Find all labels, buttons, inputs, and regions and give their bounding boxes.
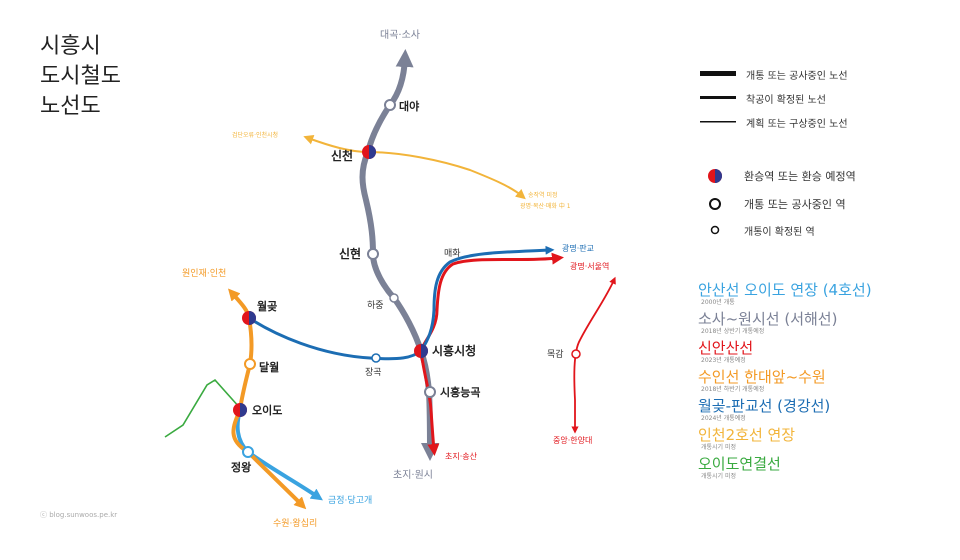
- legend-line-planned-label: 계획 또는 구상중인 노선: [746, 118, 848, 130]
- legend-open-station: 개통 또는 공사중인 역: [700, 194, 846, 214]
- line-item-line4: 안산선 오이도 연장 (4호선) 2000년 개통: [698, 282, 872, 307]
- svg-text:장곡: 장곡: [365, 367, 382, 378]
- svg-text:달월: 달월: [259, 360, 279, 374]
- title-line-2: 도시철도: [40, 64, 121, 89]
- dest-geomdan: 검단오류·인천시청: [232, 131, 278, 139]
- svg-text:매화: 매화: [444, 248, 461, 259]
- line-status: 개통시기 미정: [701, 473, 737, 480]
- dest-yeokgok: 송작역 미정: [528, 191, 558, 199]
- legend-line-confirmed: 착공이 확정된 노선: [700, 88, 826, 108]
- svg-text:정왕: 정왕: [231, 460, 251, 474]
- station-daeya[interactable]: 대야: [384, 99, 419, 113]
- svg-text:시흥능곡: 시흥능곡: [440, 385, 480, 399]
- svg-text:대야: 대야: [399, 99, 419, 113]
- legend-line-confirmed-label: 착공이 확정된 노선: [746, 94, 826, 106]
- map-title: 시흥시 도시철도 노선도: [40, 32, 121, 122]
- open-station-icon: [709, 198, 721, 210]
- dest-yeokgok2: 광명·목산·매화 中 1: [520, 202, 571, 210]
- copyright: ⓒ blog.sunwoos.pe.kr: [40, 511, 118, 519]
- incheon2-line: [303, 135, 526, 200]
- line-name: 신안산선: [698, 339, 754, 357]
- dest-choji-wonsi: 초지·원시: [393, 469, 433, 481]
- line-name: 수인선 한대앞~수원: [698, 368, 826, 386]
- legend-planned-station-label: 개통이 확정된 역: [744, 226, 815, 238]
- dest-choji-songsan: 초지·송산: [445, 451, 478, 461]
- dest-jungang-hanyang: 중앙·한양대: [553, 435, 592, 445]
- svg-text:오이도: 오이도: [252, 403, 282, 417]
- sinansan-line-mokgam: [571, 276, 616, 434]
- line-status: 2024년 개통예정: [701, 415, 746, 422]
- title-line-3: 노선도: [40, 94, 101, 119]
- dest-daegok-sosa: 대곡·소사: [380, 29, 420, 41]
- station-janggok[interactable]: 장곡: [365, 353, 382, 378]
- title-line-1: 시흥시: [40, 34, 101, 59]
- line-name: 인천2호선 연장: [698, 426, 796, 444]
- station-sinhyeon[interactable]: 신현: [339, 246, 379, 261]
- station-sincheon[interactable]: 신천: [331, 145, 376, 163]
- legend-open-station-label: 개통 또는 공사중인 역: [744, 198, 846, 211]
- line-name: 월곶-판교선 (경강선): [698, 397, 831, 415]
- station-siheung-city-hall[interactable]: 시흥시청: [414, 343, 476, 358]
- svg-text:시흥시청: 시흥시청: [432, 343, 476, 358]
- wolgot-pangyo-line: [247, 245, 555, 361]
- sinansan-line-main: [419, 252, 564, 456]
- line-item-seohae: 소사~원시선 (서해선) 2018년 상반기 개통예정: [698, 311, 872, 336]
- line-status: 개통시기 미정: [701, 444, 737, 451]
- line-name: 안산선 오이도 연장 (4호선): [698, 281, 872, 299]
- station-siheung-neunggok[interactable]: 시흥능곡: [424, 385, 480, 399]
- line-name: 소사~원시선 (서해선): [698, 310, 838, 328]
- svg-text:신현: 신현: [339, 246, 361, 261]
- svg-text:목감: 목감: [547, 348, 564, 360]
- svg-text:하중: 하중: [367, 300, 384, 311]
- dest-geumjeong-danggogae: 금정·당고개: [328, 495, 372, 506]
- legend-line-open: 개통 또는 공사중인 노선: [700, 64, 848, 84]
- line-status: 2018년 하반기 개통예정: [701, 386, 765, 393]
- line-status: 2000년 개통: [701, 299, 735, 306]
- dest-wonin-incheon: 원인재·인천: [182, 268, 226, 279]
- line-list: 안산선 오이도 연장 (4호선) 2000년 개통 소사~원시선 (서해선) 2…: [698, 282, 872, 485]
- station-oido[interactable]: 오이도: [233, 403, 282, 417]
- dest-suwon-wangsimni: 수원·왕십리: [273, 518, 317, 529]
- line-item-incheon2: 인천2호선 연장 개통시기 미정: [698, 427, 872, 452]
- line-item-wolgot-pangyo: 월곶-판교선 (경강선) 2024년 개통예정: [698, 398, 872, 423]
- legend-transfer-label: 환승역 또는 환승 예정역: [744, 170, 856, 183]
- line-status: 2023년 개통예정: [701, 357, 746, 364]
- legend-thick-line-icon: [700, 71, 736, 76]
- line-status: 2018년 상반기 개통예정: [701, 328, 765, 335]
- legend-line-open-label: 개통 또는 공사중인 노선: [746, 70, 848, 82]
- station-wolgot[interactable]: 월곶: [242, 299, 277, 325]
- legend-medium-line-icon: [700, 96, 736, 99]
- line-item-sinansan: 신안산선 2023년 개통예정: [698, 340, 872, 365]
- legend-thin-line-icon: [700, 121, 736, 123]
- dest-gwangmyeong-pangyo: 광명·판교: [562, 243, 594, 253]
- station-maehwa[interactable]: 매화: [444, 248, 461, 259]
- station-mokgam[interactable]: 목감: [547, 348, 581, 360]
- svg-text:신천: 신천: [331, 148, 353, 163]
- svg-text:월곶: 월곶: [257, 299, 277, 313]
- line-item-oido-link: 오이도연결선 개통시기 미정: [698, 456, 872, 481]
- line-item-suin: 수인선 한대앞~수원 2018년 하반기 개통예정: [698, 369, 872, 394]
- station-jeongwang[interactable]: 정왕: [231, 446, 254, 474]
- legend-planned-station: 개통이 확정된 역: [700, 220, 815, 240]
- line-name: 오이도연결선: [698, 455, 781, 473]
- legend-line-planned: 계획 또는 구상중인 노선: [700, 112, 848, 132]
- dest-gwangmyeong-seoul: 광명·서울역: [570, 261, 609, 271]
- transfer-icon: [708, 169, 722, 183]
- oido-link-line: [164, 378, 241, 438]
- planned-station-icon: [710, 225, 720, 235]
- legend-transfer: 환승역 또는 환승 예정역: [700, 166, 856, 186]
- station-hajung[interactable]: 하중: [367, 293, 399, 311]
- station-dalwol[interactable]: 달월: [244, 358, 279, 374]
